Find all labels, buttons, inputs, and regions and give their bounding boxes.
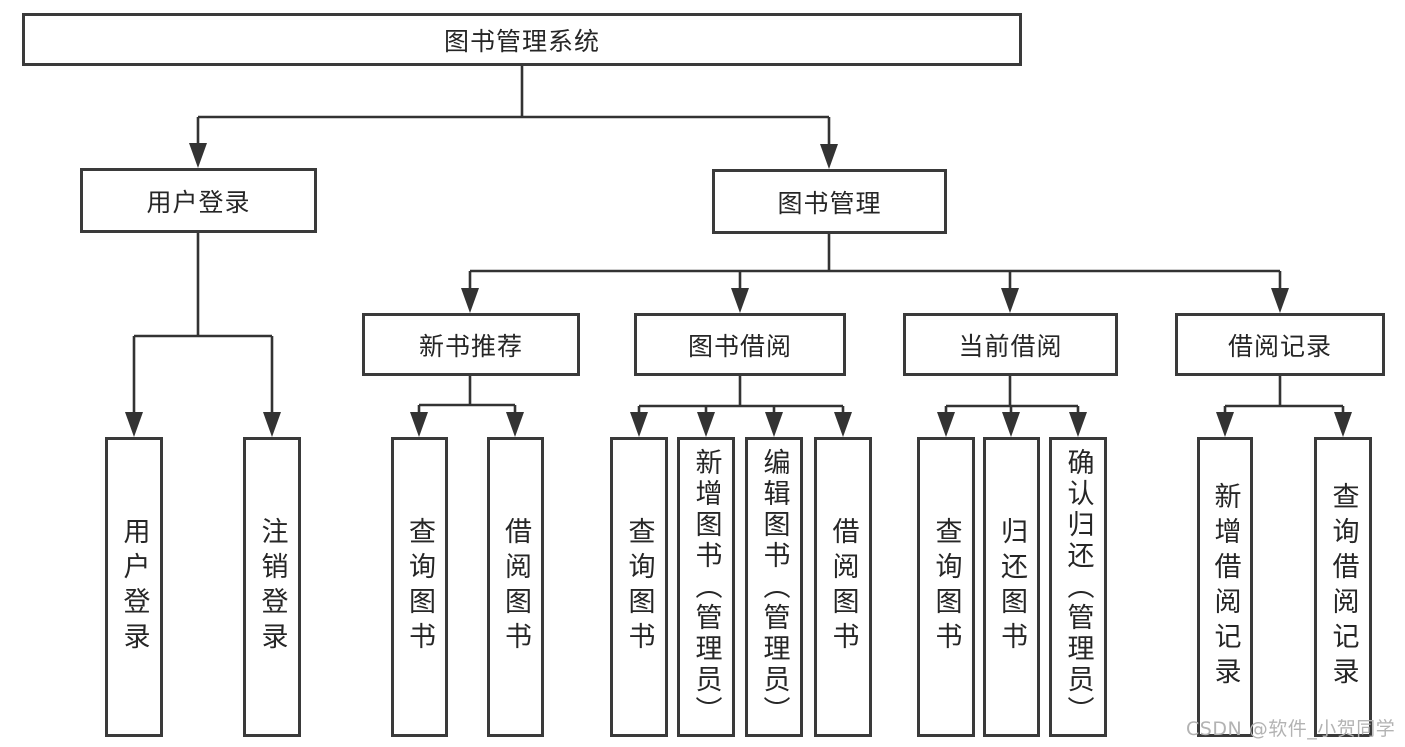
node-current-borrow: 当前借阅	[903, 313, 1118, 376]
node-book-borrow: 图书借阅	[634, 313, 846, 376]
leaf-query-books-borrow: 查询图书	[610, 437, 668, 737]
leaf-logout: 注销登录	[243, 437, 301, 737]
leaf-add-books-admin: 新增图书（管理员）	[677, 437, 735, 737]
leaf-edit-books-admin: 编辑图书（管理员）	[745, 437, 803, 737]
leaf-confirm-return-admin: 确认归还（管理员）	[1049, 437, 1107, 737]
node-book-management: 图书管理	[712, 169, 947, 234]
csdn-watermark: CSDN @软件_小贺同学	[1186, 718, 1396, 740]
node-new-book-recommend: 新书推荐	[362, 313, 580, 376]
leaf-borrow-books-recommend: 借阅图书	[487, 437, 544, 737]
leaf-query-books-current: 查询图书	[917, 437, 975, 737]
leaf-query-borrow-record: 查询借阅记录	[1314, 437, 1372, 737]
leaf-user-login: 用户登录	[105, 437, 163, 737]
node-root-system: 图书管理系统	[22, 13, 1022, 66]
leaf-add-borrow-record: 新增借阅记录	[1197, 437, 1253, 737]
leaf-return-books: 归还图书	[983, 437, 1040, 737]
node-user-login: 用户登录	[80, 168, 317, 233]
node-borrow-records: 借阅记录	[1175, 313, 1385, 376]
arrowhead-group	[125, 143, 1352, 437]
leaf-borrow-books: 借阅图书	[814, 437, 872, 737]
leaf-query-books-recommend: 查询图书	[391, 437, 448, 737]
